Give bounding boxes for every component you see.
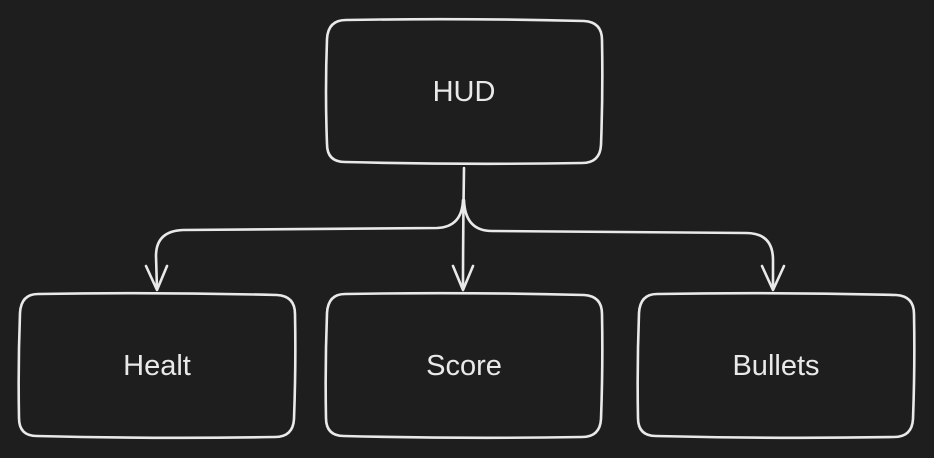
arrowhead-score <box>451 264 475 292</box>
arrowhead-bullets <box>760 264 786 292</box>
arrowhead-health <box>144 264 169 292</box>
node-health-box <box>17 291 297 440</box>
node-health-label: Healt <box>123 350 191 382</box>
node-bullets[interactable]: Bullets <box>636 291 916 440</box>
connector-health <box>154 198 465 291</box>
connectors <box>144 166 786 292</box>
connector-score <box>461 166 466 291</box>
node-hud[interactable]: HUD <box>324 17 604 166</box>
node-hud-box <box>324 17 604 166</box>
node-score[interactable]: Score <box>324 291 604 440</box>
node-bullets-box <box>636 291 916 440</box>
node-bullets-label: Bullets <box>732 350 819 382</box>
node-score-label: Score <box>426 350 502 382</box>
node-score-box <box>324 291 604 440</box>
connector-bullets <box>462 198 775 291</box>
node-hud-label: HUD <box>433 76 496 108</box>
node-health[interactable]: Healt <box>17 291 297 440</box>
